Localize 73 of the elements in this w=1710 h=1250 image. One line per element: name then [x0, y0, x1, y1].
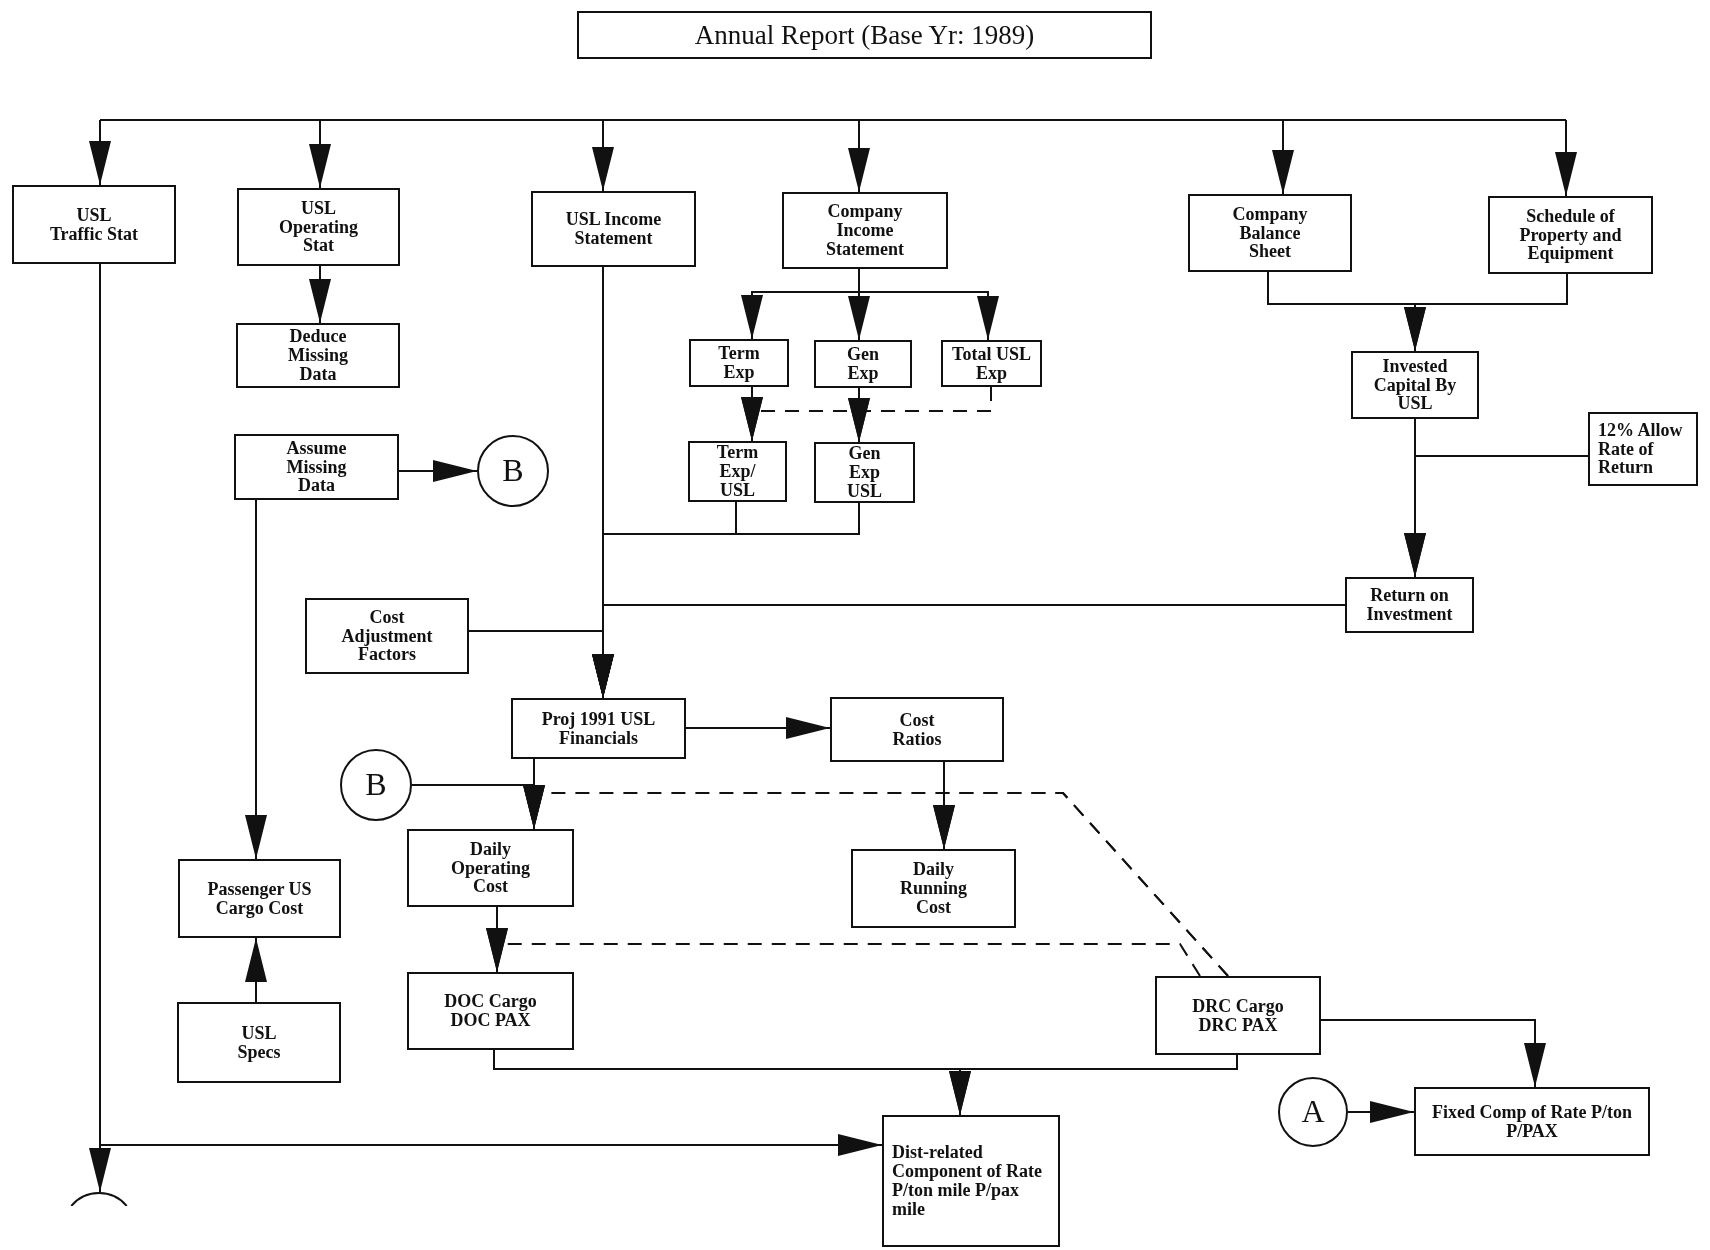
box-label: B: [502, 454, 524, 488]
arrow: [685, 717, 831, 739]
arrow: [1555, 119, 1577, 197]
box-label: B: [365, 768, 387, 802]
box-label: A: [1301, 1095, 1325, 1129]
process-box: [511, 698, 686, 759]
box-label: Gen Exp USL: [846, 444, 883, 501]
box-label: Dist-related Component of Rate P/ton mile P/pax mile: [892, 1143, 1043, 1219]
diagram-title: Annual Report (Base Yr: 1989): [694, 19, 1035, 51]
arrow: [1272, 119, 1294, 195]
box-label: Company Balance Sheet: [1231, 204, 1309, 262]
box-label: Deduce Missing Data: [287, 327, 349, 384]
process-box: [305, 598, 469, 674]
arrow: [592, 119, 614, 192]
process-box: [237, 188, 400, 266]
box-label: Gen Exp: [846, 345, 880, 383]
arrow: [89, 119, 111, 186]
process-box: [830, 697, 1004, 762]
box-label: Proj 1991 USL Financials: [540, 709, 657, 748]
process-box: [234, 434, 399, 500]
process-box: [178, 859, 341, 938]
process-box: [1155, 976, 1321, 1055]
box-label: Assume Missing Data: [285, 438, 348, 496]
box-label: Invested Capital By USL: [1372, 356, 1458, 414]
process-box: [407, 972, 574, 1050]
process-box: [1345, 577, 1474, 633]
arrow: [848, 119, 870, 193]
arrow: [309, 119, 331, 189]
process-box: [688, 441, 787, 502]
box-label: DOC Cargo DOC PAX: [443, 992, 538, 1030]
process-box: [177, 1002, 341, 1083]
process-box: [407, 829, 574, 907]
box-label: Term Exp/ USL: [715, 443, 760, 500]
box-label: Term Exp: [717, 344, 761, 382]
dashed-arrow: [523, 785, 1229, 977]
process-box: [236, 323, 400, 388]
box-label: Cost Ratios: [891, 710, 943, 749]
process-box: [1351, 351, 1479, 419]
process-box: [531, 191, 696, 267]
arrow: [245, 499, 267, 860]
process-box: [814, 442, 915, 503]
arrow: [245, 937, 267, 1003]
box-label: Total USL Exp: [951, 344, 1032, 383]
box-label: Daily Operating Cost: [450, 839, 531, 897]
box-label: USL Traffic Stat: [49, 205, 139, 244]
box-label: Passenger US Cargo Cost: [206, 879, 313, 918]
process-box: [851, 849, 1016, 928]
box-label: USL Operating Stat: [278, 198, 359, 256]
process-box: [1488, 196, 1653, 274]
process-box: [782, 192, 948, 269]
process-box: [12, 185, 176, 264]
box-label: USL Income Statement: [564, 210, 663, 248]
arrow: [309, 265, 331, 324]
box-label: 12% Allow Rate of Return: [1598, 420, 1684, 478]
box-label: Daily Running Cost: [898, 860, 968, 917]
box-label: USL Specs: [236, 1023, 282, 1062]
box-label: Return on Investment: [1365, 586, 1454, 624]
connector-line: [99, 119, 1567, 121]
process-box: [941, 340, 1042, 387]
process-box: [1588, 412, 1698, 486]
box-label: Cost Adjustment Factors: [340, 607, 434, 665]
process-box: [689, 339, 789, 387]
arrow: [1347, 1101, 1415, 1123]
process-box: [814, 340, 912, 388]
process-box: [1414, 1087, 1650, 1156]
arrow: [398, 460, 478, 482]
arrow: [1320, 1019, 1546, 1088]
box-label: DRC Cargo DRC PAX: [1191, 996, 1285, 1035]
process-box: [1188, 194, 1352, 272]
process-box: [882, 1115, 1060, 1247]
box-label: Schedule of Property and Equipment: [1518, 206, 1623, 264]
box-label: Fixed Comp of Rate P/ton P/PAX: [1432, 1102, 1632, 1141]
box-label: Company Income Statement: [825, 202, 905, 259]
